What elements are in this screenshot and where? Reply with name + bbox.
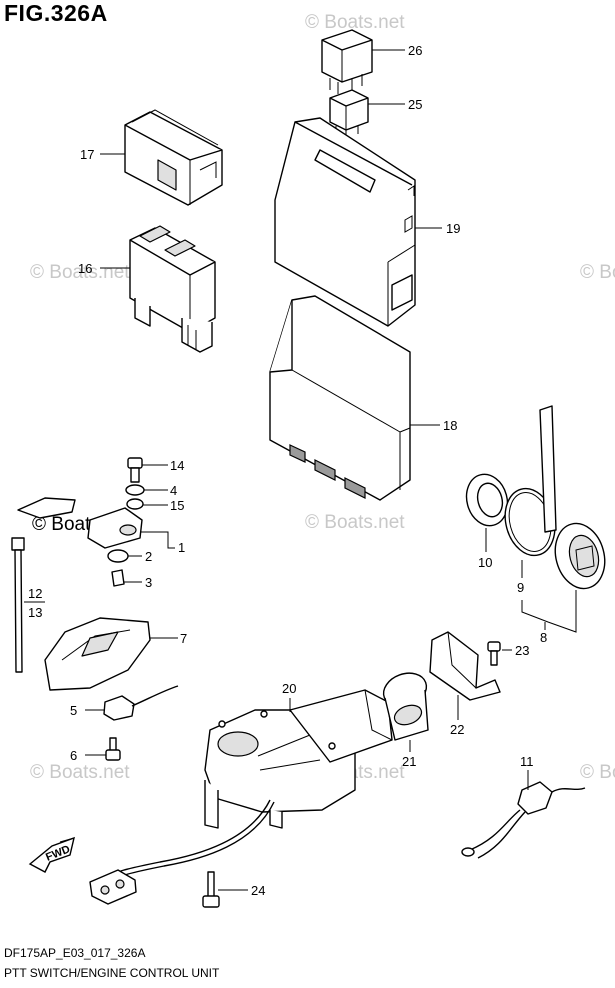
- part-2-washer[interactable]: [107, 549, 129, 563]
- callout-24: 24: [251, 883, 265, 898]
- motor-connector[interactable]: [89, 869, 137, 905]
- leader-lines: [24, 49, 577, 891]
- part-11-connector[interactable]: [461, 781, 586, 859]
- watermark: © Boats.net: [305, 512, 405, 533]
- watermark: © Boats.net: [30, 762, 130, 783]
- callout-13: 13: [28, 605, 42, 620]
- callouts: 26 25 17 19 16 18 14 4 15 1 2 3 12 13 7 …: [28, 43, 547, 898]
- watermark: © Boats.net: [305, 12, 405, 33]
- callout-4: 4: [170, 483, 177, 498]
- part-26-relay[interactable]: [321, 29, 373, 94]
- part-8-grommet[interactable]: [539, 405, 612, 594]
- part-4-washer[interactable]: [125, 484, 145, 496]
- callout-19: 19: [446, 221, 460, 236]
- part-21-bushing[interactable]: [379, 667, 431, 741]
- callout-26: 26: [408, 43, 422, 58]
- callout-8: 8: [540, 630, 547, 645]
- part-22-bracket[interactable]: [429, 631, 501, 701]
- part-1-switch-holder[interactable]: [17, 497, 143, 549]
- watermark: © Boats.net: [580, 262, 615, 283]
- part-20-ptt-motor[interactable]: [204, 689, 393, 829]
- callout-6: 6: [70, 748, 77, 763]
- callout-10: 10: [478, 555, 492, 570]
- arrow-icon: [28, 836, 75, 873]
- part-24-bolt[interactable]: [202, 871, 220, 908]
- callout-11: 11: [520, 754, 534, 769]
- part-23-bolt[interactable]: [487, 641, 501, 666]
- callout-25: 25: [408, 97, 422, 112]
- callout-1: 1: [178, 540, 185, 555]
- callout-12: 12: [28, 586, 42, 601]
- figure-caption: PTT SWITCH/ENGINE CONTROL UNIT: [4, 966, 220, 980]
- callout-17: 17: [80, 147, 94, 162]
- callout-21: 21: [402, 754, 416, 769]
- callout-18: 18: [443, 418, 457, 433]
- part-10-collar[interactable]: [461, 470, 513, 531]
- part-25-relay[interactable]: [329, 89, 369, 138]
- callout-2: 2: [145, 549, 152, 564]
- callout-9: 9: [517, 580, 524, 595]
- part-6-screw[interactable]: [105, 737, 121, 761]
- figure-title: FIG.326A: [4, 0, 108, 26]
- part-16-module[interactable]: [129, 225, 216, 353]
- fwd-direction-badge: FWD: [28, 836, 75, 873]
- motor-harness: [99, 799, 275, 885]
- callout-20: 20: [282, 681, 296, 696]
- callout-14: 14: [170, 458, 184, 473]
- part-18-ecu[interactable]: [269, 295, 411, 501]
- part-12-cable-tie[interactable]: [11, 537, 25, 673]
- callout-3: 3: [145, 575, 152, 590]
- part-15-washer[interactable]: [126, 498, 144, 510]
- callout-22: 22: [450, 722, 464, 737]
- part-5-switch[interactable]: [103, 685, 179, 721]
- callout-15: 15: [170, 498, 184, 513]
- callout-23: 23: [515, 643, 529, 658]
- fwd-label: FWD: [44, 843, 72, 864]
- watermark: © Boats.net: [30, 262, 130, 283]
- figure-code: DF175AP_E03_017_326A: [4, 946, 146, 960]
- part-14-bolt[interactable]: [127, 457, 143, 483]
- part-17-cover[interactable]: [124, 109, 223, 206]
- part-7-switch-cover[interactable]: [44, 617, 151, 691]
- watermark: © Boats.net: [580, 762, 615, 783]
- callout-5: 5: [70, 703, 77, 718]
- callout-16: 16: [78, 261, 92, 276]
- part-3-clip[interactable]: [111, 569, 125, 587]
- part-19-bracket[interactable]: [274, 117, 416, 327]
- callout-7: 7: [180, 631, 187, 646]
